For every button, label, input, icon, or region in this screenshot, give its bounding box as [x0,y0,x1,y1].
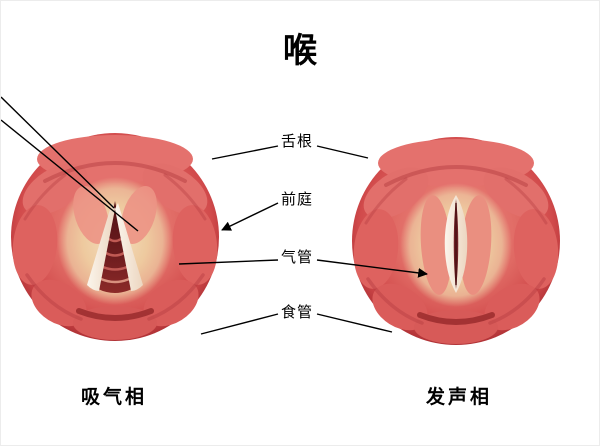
vocal-cord-left [87,203,115,291]
larynx-phonation-figure [350,137,562,345]
page-title: 喉 [283,32,319,70]
leader-line-tongue-root-left [211,145,279,160]
leader-line-cutoff-lower [1,119,139,232]
label-trachea: 气管 [281,249,314,266]
vocal-cord-right [115,203,143,291]
leader-lines [1,96,428,335]
open-glottis [98,201,132,293]
label-tongue-root: 舌根 [281,133,314,150]
leader-line-cutoff-upper [1,96,115,209]
leader-line-vestibule-left [221,202,279,231]
caption-phonation: 发声相 [425,387,492,408]
caption-inspiration: 吸气相 [80,387,147,408]
label-esophagus: 食管 [281,304,314,321]
larynx-inspiration-figure [9,133,221,341]
leader-line-esophagus-left [200,313,279,335]
leader-line-trachea-right [316,259,428,278]
leader-line-trachea-left [178,259,279,265]
leader-line-tongue-root-right [316,145,369,159]
label-vestibule: 前庭 [281,191,314,208]
leader-line-esophagus-right [316,313,393,333]
